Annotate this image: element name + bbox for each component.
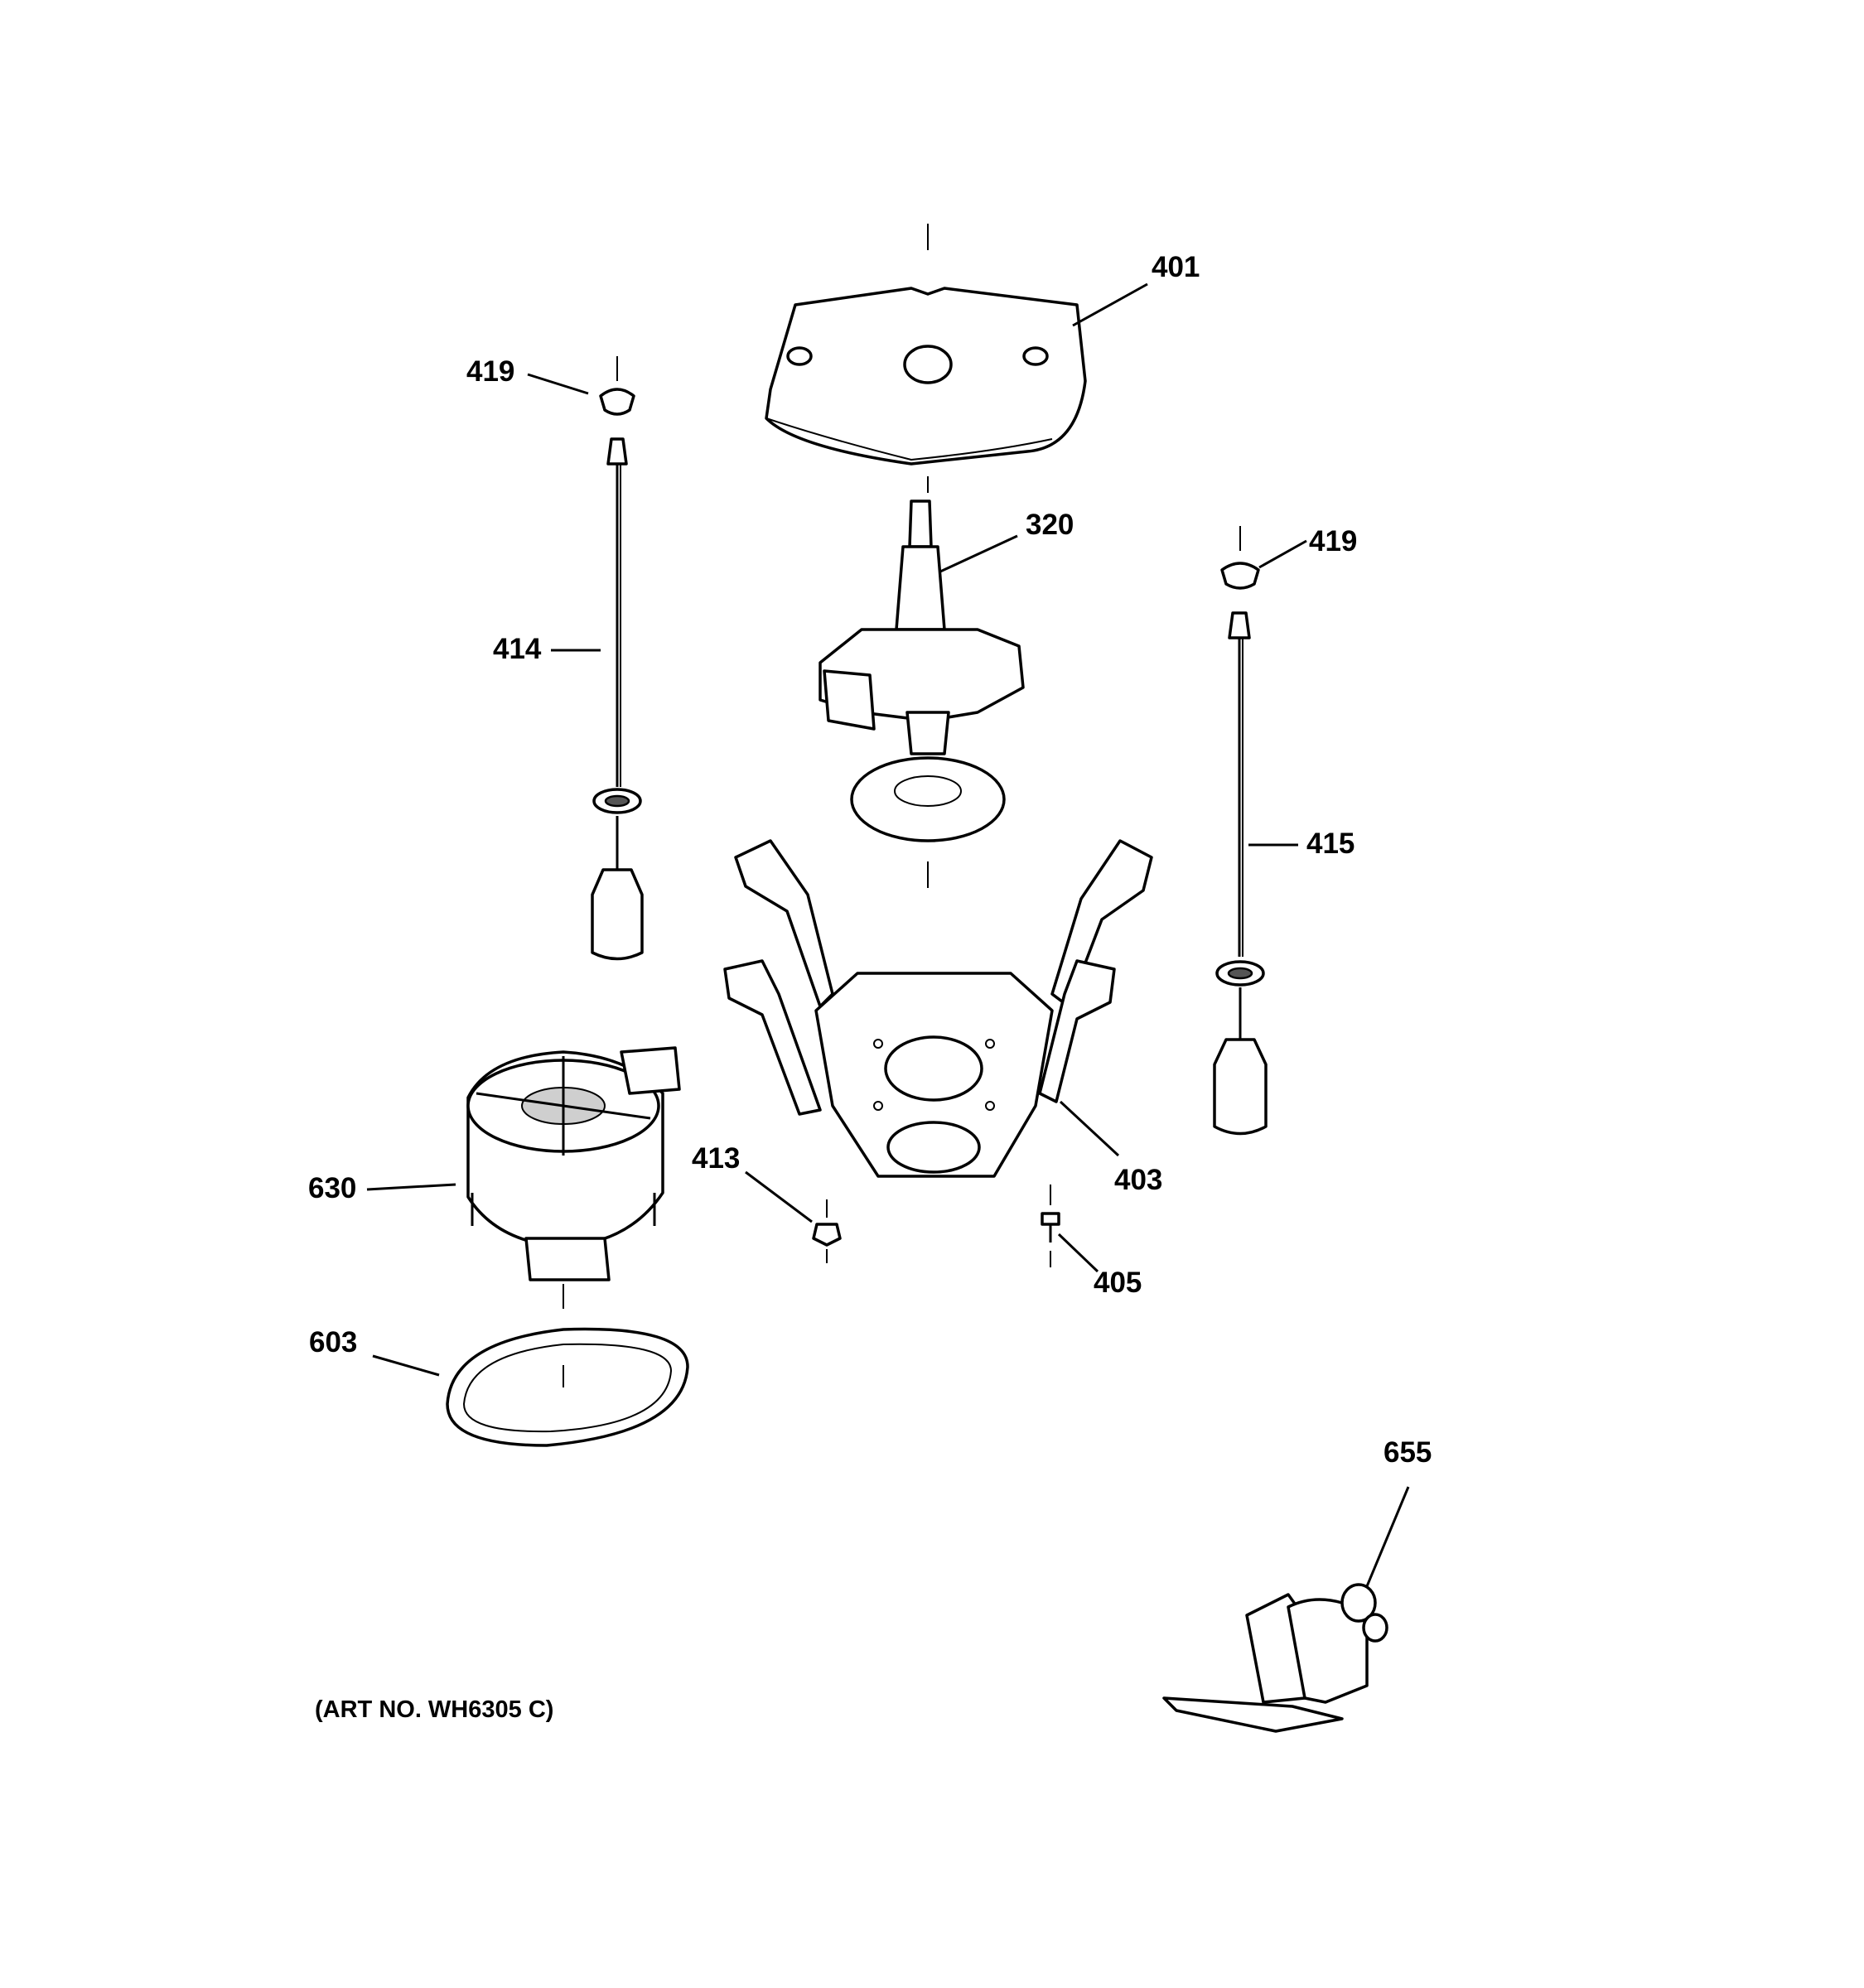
part-419-right-cap xyxy=(1220,526,1260,590)
part-630-drive-motor xyxy=(466,1046,681,1309)
callout-414: 414 xyxy=(493,633,542,665)
part-655-drain-pump xyxy=(1162,1583,1388,1733)
leader-lines xyxy=(366,282,1410,1587)
part-415-suspension-rod xyxy=(1213,611,1268,1136)
leader-405 xyxy=(1057,1233,1099,1273)
leader-403 xyxy=(1059,1100,1120,1157)
callout-419-left: 419 xyxy=(466,355,514,388)
callout-405: 405 xyxy=(1094,1267,1142,1299)
leader-419-left xyxy=(527,373,589,395)
callout-415: 415 xyxy=(1306,828,1355,860)
leader-413 xyxy=(745,1170,813,1223)
leader-603 xyxy=(372,1354,440,1377)
callout-419-right: 419 xyxy=(1309,525,1357,557)
callout-labels: 401 419 320 419 414 415 630 413 403 405 … xyxy=(308,251,1432,1469)
leader-419-right xyxy=(1258,539,1307,569)
leader-401 xyxy=(1072,282,1148,327)
part-405-screw xyxy=(1041,1185,1060,1267)
callout-603: 603 xyxy=(309,1326,357,1358)
part-403-support-bracket xyxy=(723,839,1153,1178)
callout-630: 630 xyxy=(308,1172,356,1204)
part-320-transmission xyxy=(819,499,1025,888)
callout-403: 403 xyxy=(1114,1164,1162,1196)
part-419-left-cap xyxy=(599,356,635,416)
part-414-suspension-rod xyxy=(591,437,644,961)
callout-413: 413 xyxy=(692,1142,740,1175)
leader-630 xyxy=(366,1183,456,1191)
art-number: (ART NO. WH6305 C) xyxy=(315,1696,553,1723)
part-413-nut xyxy=(812,1199,842,1263)
part-401-cover xyxy=(765,224,1087,493)
part-603-drive-belt xyxy=(446,1327,689,1447)
callout-320: 320 xyxy=(1026,509,1074,541)
callout-401: 401 xyxy=(1152,251,1200,283)
callout-655: 655 xyxy=(1384,1436,1432,1469)
leader-655 xyxy=(1365,1486,1410,1587)
leader-320 xyxy=(939,534,1018,573)
